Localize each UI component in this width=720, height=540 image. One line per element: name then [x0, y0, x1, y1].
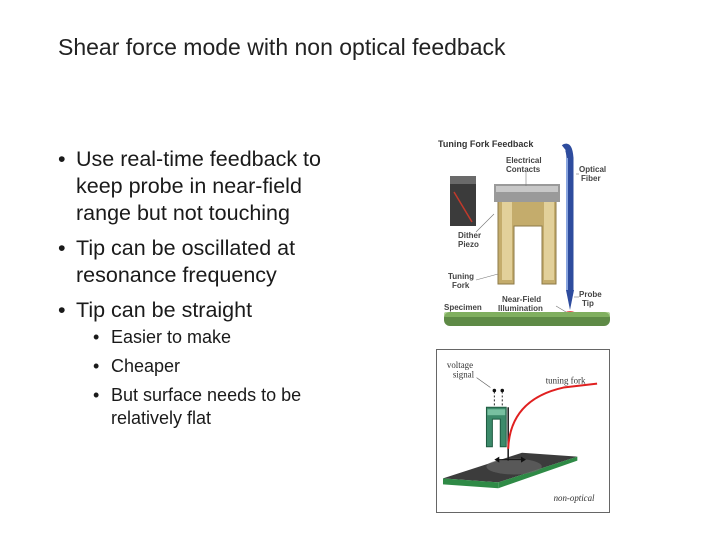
label-fiber: Fiber	[581, 174, 601, 183]
arrow-head-right	[521, 456, 526, 463]
fork-prong-left	[502, 202, 512, 280]
fork-prong-right	[544, 202, 554, 280]
label-voltage: voltage	[447, 360, 473, 370]
label-piezo: Piezo	[458, 240, 479, 249]
label-electrical: Electrical	[506, 156, 542, 165]
label-tip: Tip	[582, 299, 594, 308]
label-illumination: Illumination	[498, 304, 543, 313]
bullet-glyph: •	[58, 236, 66, 260]
sub-bullet-text: Cheaper	[111, 356, 181, 376]
optical-fiber	[561, 143, 574, 292]
piezo-top-face	[450, 176, 476, 184]
bullet-glyph: •	[58, 298, 66, 322]
bullet-glyph: •	[93, 356, 100, 376]
leader-line	[555, 305, 567, 313]
leader-line	[476, 377, 491, 388]
bullet-text: Tip can be oscillated at resonance frequ…	[76, 236, 296, 287]
sub-bullet-item: • Easier to make	[76, 326, 358, 349]
sub-bullet-item: • But surface needs to be relatively fla…	[76, 384, 358, 430]
label-specimen: Specimen	[444, 303, 482, 312]
label-optical: Optical	[579, 165, 606, 174]
bullet-glyph: •	[58, 147, 66, 171]
tuning-fork-shape	[485, 406, 507, 448]
bullet-list: • Use real-time feedback to keep probe i…	[58, 146, 358, 438]
probe-tip	[566, 290, 574, 310]
tuning-fork-shape	[497, 198, 557, 285]
contacts-highlight	[496, 186, 558, 192]
label-dither: Dither	[458, 231, 481, 240]
sub-bullet-list: • Easier to make • Cheaper • But surface…	[76, 326, 358, 430]
label-tuning-fork: tuning fork	[546, 376, 586, 386]
label-near-field: Near-Field	[502, 295, 541, 304]
leader-line	[475, 273, 499, 281]
bullet-text: Tip can be straight	[76, 298, 253, 322]
non-optical-figure: voltage signal tuning fork non-optical	[436, 349, 610, 513]
bullet-item: • Tip can be straight • Easier to make •…	[58, 297, 358, 430]
tuning-fork-feedback-figure: Tuning Fork Feedback Electrical Contacts…	[438, 139, 610, 326]
bullet-item: • Use real-time feedback to keep probe i…	[58, 146, 358, 227]
label-signal: signal	[453, 370, 475, 380]
label-non-optical: non-optical	[554, 493, 595, 503]
sub-bullet-text: But surface needs to be relatively flat	[111, 385, 302, 428]
surface-edge-front	[442, 478, 499, 489]
figure-title: Tuning Fork Feedback	[438, 139, 534, 149]
label-fork: Fork	[452, 281, 470, 290]
label-probe: Probe	[579, 290, 602, 299]
sub-bullet-text: Easier to make	[111, 327, 232, 347]
bullet-text: Use real-time feedback to keep probe in …	[76, 147, 321, 225]
tuning-fork-curve	[507, 382, 598, 449]
surface-edge-right	[498, 456, 578, 489]
signal-terminal	[500, 388, 505, 393]
slide-title: Shear force mode with non optical feedba…	[58, 34, 506, 60]
label-tuning: Tuning	[448, 272, 474, 281]
piezo-wire	[453, 191, 473, 223]
dither-piezo-block	[450, 176, 476, 226]
arrow-head-left	[494, 456, 500, 463]
specimen-highlight	[444, 312, 610, 317]
bullet-item: • Tip can be oscillated at resonance fre…	[58, 235, 358, 289]
label-contacts: Contacts	[506, 165, 541, 174]
sub-bullet-item: • Cheaper	[76, 355, 358, 378]
signal-terminal	[492, 388, 497, 393]
bullet-glyph: •	[93, 385, 100, 405]
surface-shadow	[486, 458, 542, 475]
leader-line	[475, 213, 495, 233]
bullet-glyph: •	[93, 327, 100, 347]
fork-highlight	[487, 409, 506, 416]
